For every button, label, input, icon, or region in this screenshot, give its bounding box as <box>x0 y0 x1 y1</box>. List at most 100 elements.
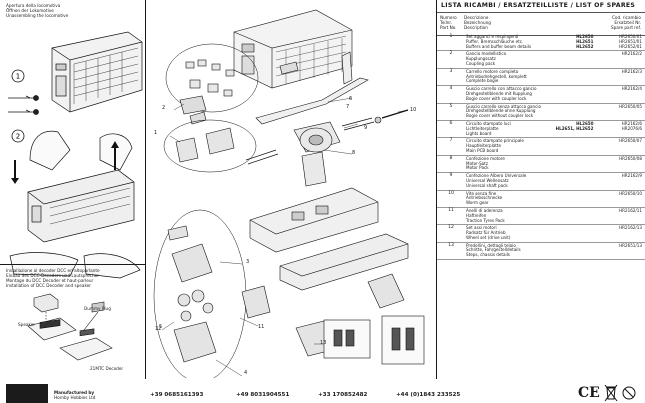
phone-italy: +39 0685161393 <box>150 392 204 398</box>
buffer-parts <box>185 59 235 97</box>
decoder-illustration <box>27 293 113 361</box>
spare-part-code: HR2162/11 <box>598 207 645 224</box>
description-line: Antriebsdrehgestell, komplett <box>466 73 527 79</box>
lights-board-parts <box>175 127 235 163</box>
model-ref-line: HL2652 <box>576 43 594 49</box>
model-reference <box>551 173 597 190</box>
spare-code-line: HR2650/07 <box>619 138 642 144</box>
part-number: 10 <box>448 190 454 196</box>
step-1-marker: 1 <box>11 69 25 83</box>
description-line: Worm gear <box>466 200 489 206</box>
spare-code-line: HR2650/01 <box>619 34 642 39</box>
model-ref-line: HL2650 <box>576 34 594 39</box>
description-line: Anelli di aderenza <box>466 207 503 213</box>
description-line: Universal shaft pack <box>466 182 508 188</box>
spare-code-line: HR2651/01 <box>619 38 642 44</box>
part-number: 4 <box>449 86 453 92</box>
callout-7: 7 <box>346 104 350 110</box>
spare-code-line: HR2076/6 <box>621 125 642 131</box>
model-reference <box>551 68 597 85</box>
parts-list-header: Numero Teilnr. Part No. Descrizione Beze… <box>437 12 645 36</box>
model-reference <box>551 103 597 120</box>
description-line: Drehgestellblende mit Kupplung <box>466 90 533 96</box>
decoder-label: 21MTC Decoder <box>90 366 124 371</box>
spare-code-line: HR2162/11 <box>619 207 642 213</box>
callout-4: 4 <box>244 370 248 376</box>
spare-code-line: HR2652/01 <box>619 43 642 49</box>
opening-title: Apertura della locomotiva Öffnen der Lok… <box>6 3 69 18</box>
description-line: Bogie cover with coupler lock <box>466 95 527 101</box>
callout-9: 9 <box>364 125 368 131</box>
callout-3: 3 <box>246 259 250 265</box>
description-line: Traction Tyres Pack <box>466 217 505 223</box>
phone-germany: +49 8031904551 <box>236 392 290 398</box>
speaker-label: Speaker <box>18 322 36 327</box>
callout-5: 5 <box>159 324 163 330</box>
model-reference <box>551 51 597 68</box>
left-divider <box>145 0 146 379</box>
description-line: Predellini, dettagli telaio <box>466 242 516 248</box>
description-line: Puffer, Bremsschläuche etc. <box>466 38 524 44</box>
model-ref-line: HL2651, HL2652 <box>555 125 594 131</box>
part-number: 6 <box>449 120 453 126</box>
decoder-installation-note: Installazione al decoder DCC ed altoparl… <box>6 268 100 288</box>
spare-part-code: HR2162/3 <box>598 68 645 85</box>
left-panel-separator <box>0 264 145 265</box>
description-line: Confezione Albero Universale <box>466 173 527 179</box>
spare-part-code: HR2162/2 <box>598 51 645 68</box>
model-reference <box>551 207 597 224</box>
callout-11: 11 <box>258 324 265 330</box>
description-line: Main PCB board <box>466 147 499 153</box>
part-number: 12 <box>448 225 454 231</box>
description-line: Bogie cover without coupler lock <box>466 113 534 119</box>
bogie-parts <box>167 225 217 363</box>
description-line: Wheel set (drive unit) <box>466 234 511 240</box>
dummy-plug-part <box>91 301 105 313</box>
screw-removal-graphic <box>8 95 39 115</box>
spare-code-line: HR2162/9 <box>621 173 642 179</box>
description-line: Lights board <box>466 130 492 136</box>
description-line: Confezione motore <box>466 155 505 161</box>
description-line: Steps, chassis details <box>466 252 510 258</box>
step-2-number: 2 <box>16 133 20 141</box>
spare-part-code: HR2651/13 <box>598 242 645 259</box>
part-number: 2 <box>449 51 453 57</box>
handrail-frame <box>255 77 369 125</box>
locomotive-body <box>233 9 353 89</box>
spare-part-code: HR2162/13 <box>598 225 645 242</box>
chassis-frame <box>249 187 379 253</box>
description-line: Carrello motore completo <box>466 68 519 74</box>
worm-gear <box>381 109 409 119</box>
description-line: Schritte, Fahrgestelldetails <box>466 247 521 253</box>
step-1-number: 1 <box>16 73 20 81</box>
spare-code-line: HR2162/4 <box>621 86 642 92</box>
spare-part-code: HR2650/10 <box>598 190 645 207</box>
model-reference <box>551 242 597 259</box>
no-children-warning-icon <box>622 386 636 400</box>
description-line: Set agganci e respingenti <box>466 34 519 39</box>
description-line: Antriebsschnecke <box>466 195 503 201</box>
callout-10: 10 <box>410 107 417 113</box>
description-line: Radsatz für Antrieb <box>466 230 506 236</box>
description-line: Kupplungssatz <box>466 56 496 62</box>
callout-6: 6 <box>349 96 353 102</box>
spare-part-code: HR2650/05 <box>598 103 645 120</box>
lift-arrows <box>11 141 119 184</box>
weee-bin-icon <box>604 384 618 402</box>
